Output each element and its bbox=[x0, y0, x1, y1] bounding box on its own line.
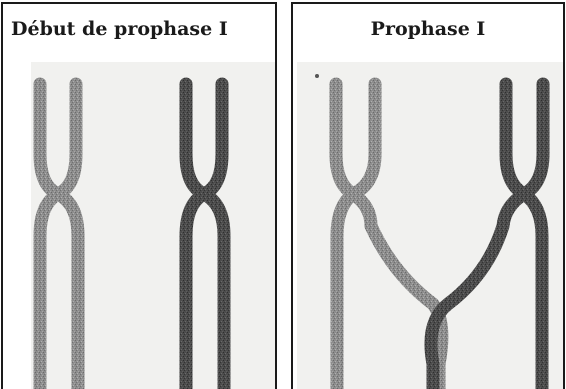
early-prophase-figure bbox=[3, 4, 275, 389]
prophase-figure bbox=[293, 4, 563, 389]
panel-prophase: Prophase I bbox=[291, 2, 565, 389]
speck bbox=[315, 74, 319, 78]
panel-early-prophase: Début de prophase I bbox=[1, 2, 277, 389]
figure-background bbox=[31, 62, 275, 389]
